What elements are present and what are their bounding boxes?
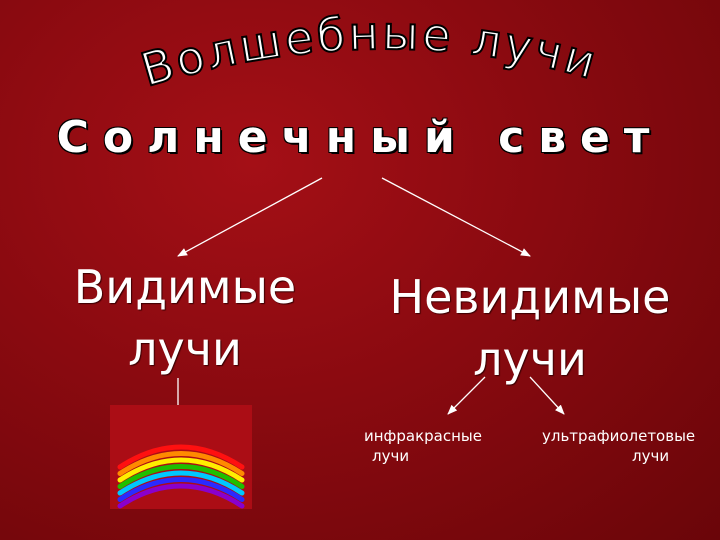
rainbow-band <box>117 457 245 483</box>
infrared-label: инфракрасные лучи <box>364 426 524 466</box>
rainbow-band <box>117 444 245 470</box>
rainbow-band <box>117 483 245 509</box>
invisible-line1: Невидимые <box>389 270 671 324</box>
rainbow-band <box>117 470 245 496</box>
invisible-line2: лучи <box>473 332 587 386</box>
arrow-to-infrared <box>447 376 486 415</box>
arrow-to-visible <box>177 177 323 257</box>
rainbow-band <box>117 464 245 489</box>
visible-line2: лучи <box>128 322 242 376</box>
ultraviolet-line1: ультрафиолетовые <box>542 427 696 445</box>
rainbow-band <box>117 477 245 502</box>
visible-line1: Видимые <box>73 260 297 314</box>
visible-rays-label: Видимые лучи <box>40 256 330 380</box>
ultraviolet-label: ультрафиолетовые лучи <box>542 426 712 466</box>
arrow-to-invisible <box>381 177 531 257</box>
infrared-line2: лучи <box>372 447 410 465</box>
rainbow-band <box>117 451 245 476</box>
subtitle: Солнечный свет <box>56 112 664 163</box>
infrared-line1: инфракрасные <box>364 427 482 445</box>
rainbow-picture <box>110 405 252 509</box>
invisible-rays-label: Невидимые лучи <box>380 266 680 390</box>
arrow-to-ultraviolet <box>529 376 565 415</box>
title-wordart: Волшебные лучи <box>134 5 603 98</box>
ultraviolet-line2: лучи <box>632 447 670 465</box>
rainbow-icon <box>117 444 245 509</box>
